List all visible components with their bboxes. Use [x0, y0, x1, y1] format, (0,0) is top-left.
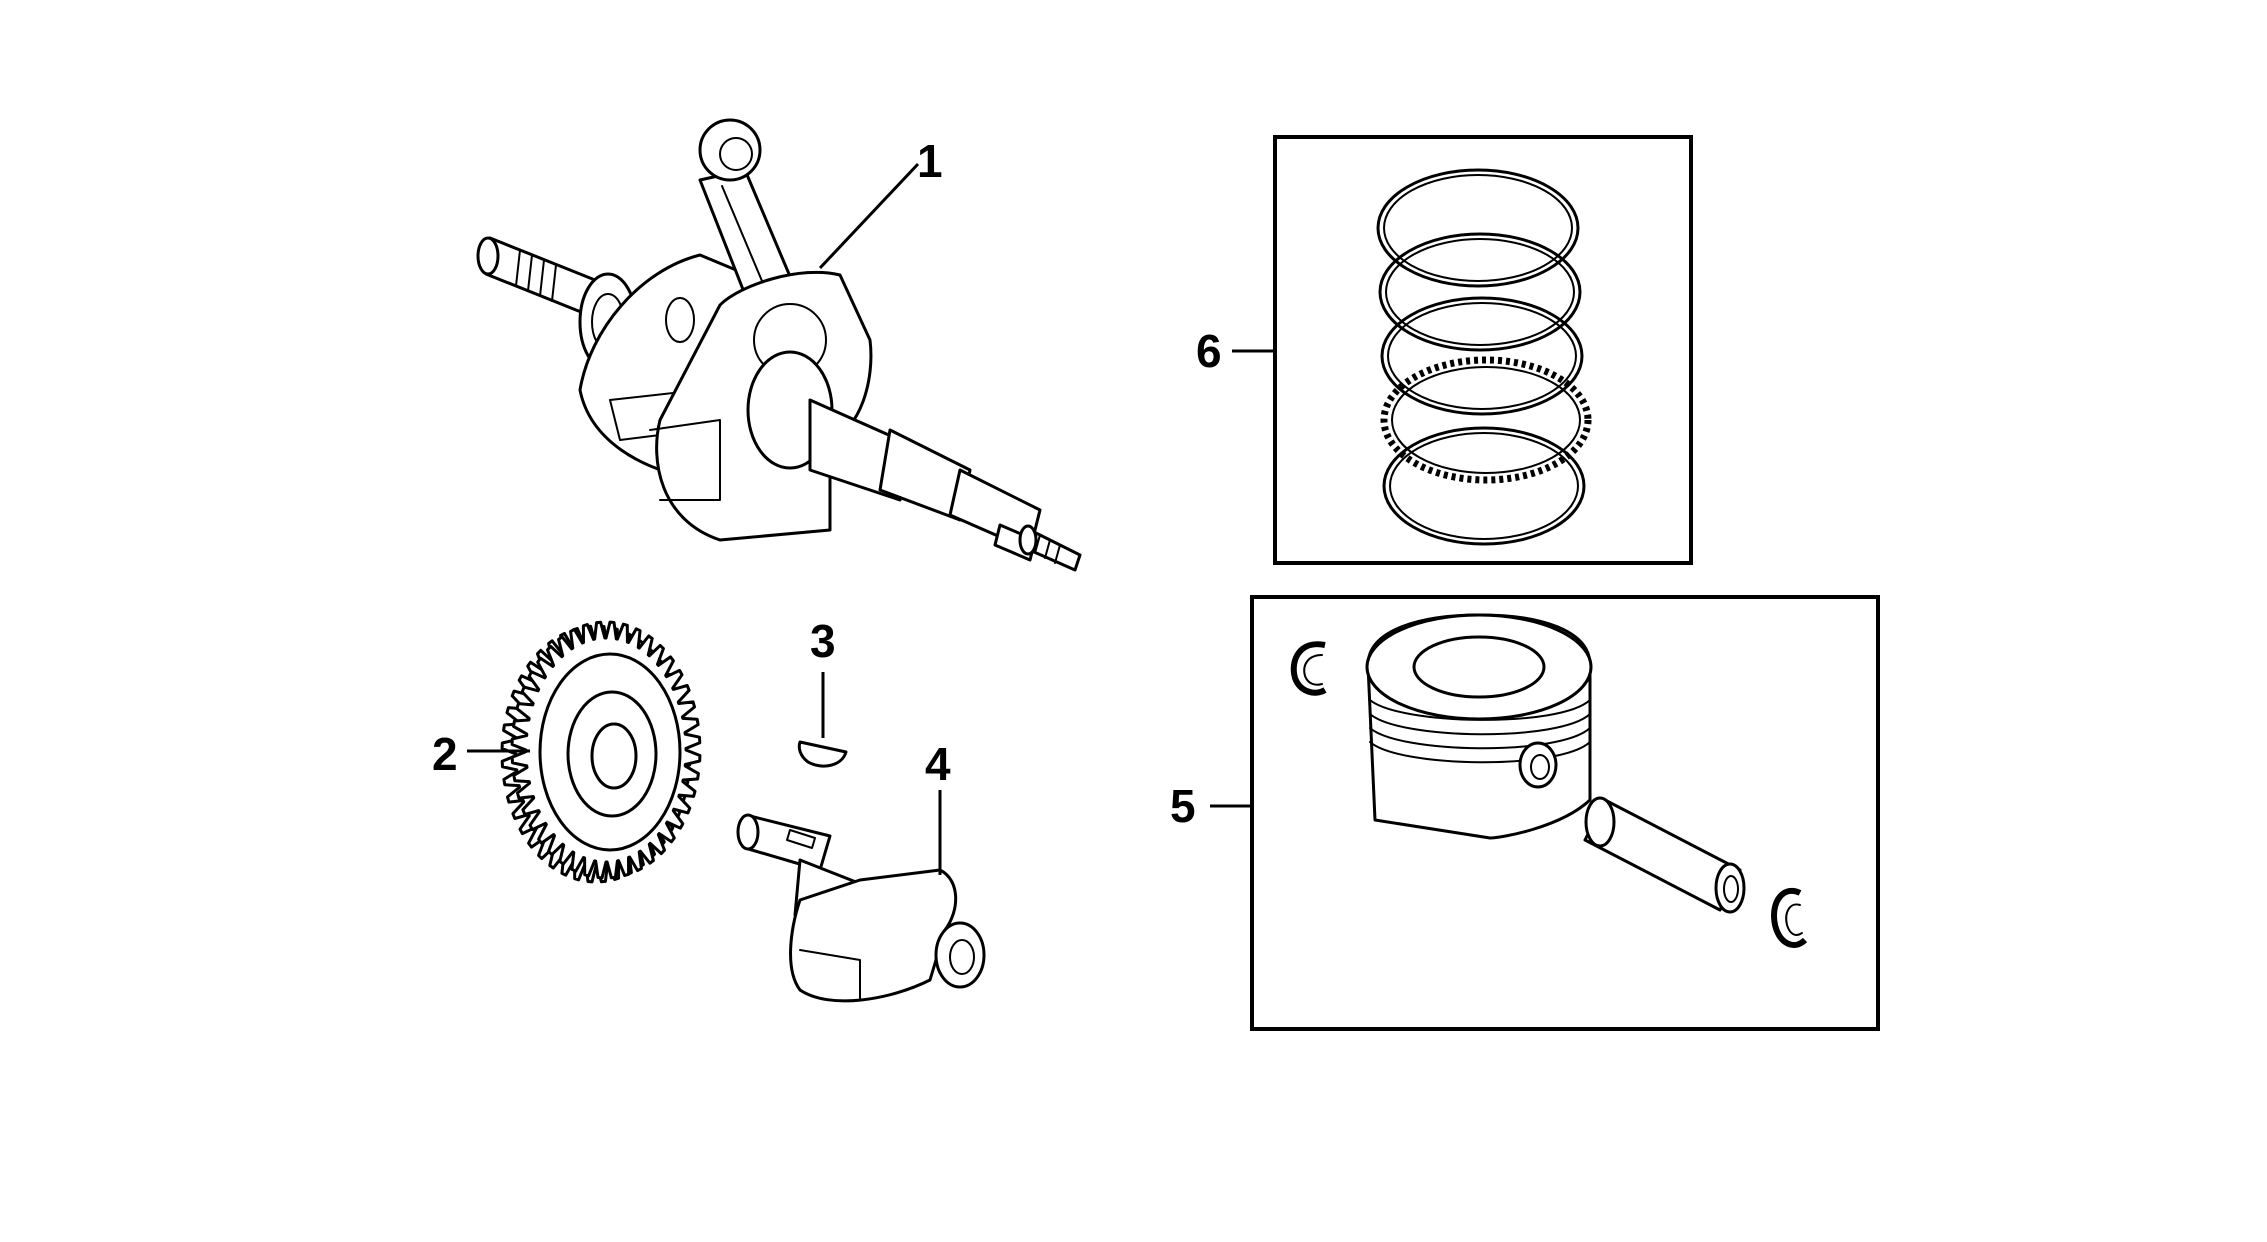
callout-5: 5 [1170, 780, 1196, 832]
piston-ring-set-icon [1376, 168, 1592, 546]
callout-6: 6 [1196, 325, 1222, 377]
callout-1: 1 [917, 135, 943, 187]
balancer-shaft-icon [736, 813, 986, 1003]
piston-pin-clip-icon [1290, 613, 1808, 948]
crankshaft-connecting-rod-icon [476, 118, 1082, 572]
leader-line-1 [818, 162, 920, 270]
piston-assembly-box [1250, 595, 1880, 1031]
gear-icon [500, 620, 702, 884]
callout-2: 2 [432, 728, 458, 780]
woodruff-key-icon [797, 740, 848, 768]
callout-4: 4 [925, 738, 951, 790]
callout-3: 3 [810, 615, 836, 667]
